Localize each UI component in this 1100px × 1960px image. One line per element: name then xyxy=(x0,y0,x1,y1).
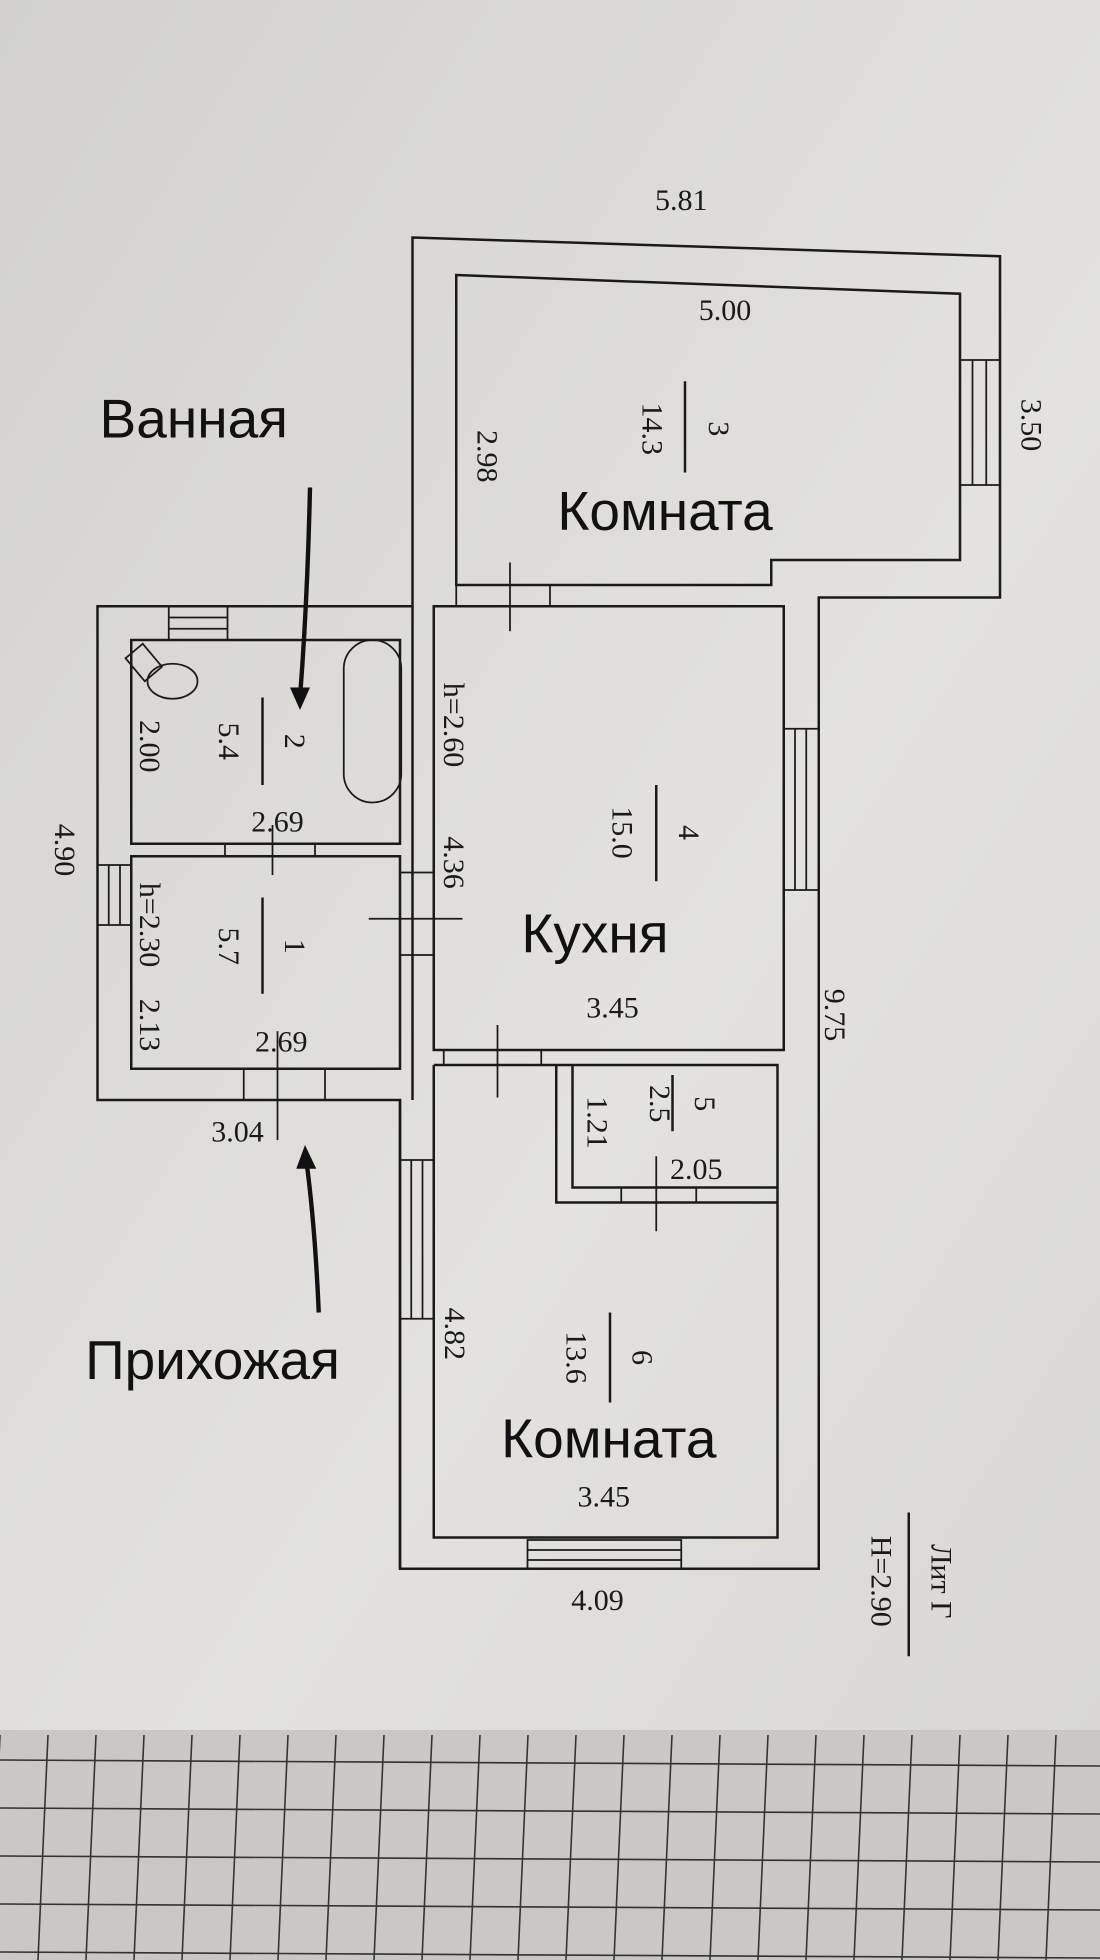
doors xyxy=(224,562,698,1232)
grid-line xyxy=(997,1734,1009,1960)
grid-line xyxy=(901,1734,913,1960)
room1-number: 1 xyxy=(278,939,311,954)
dim-overall-right: 3.50 xyxy=(1014,399,1047,452)
grid-line xyxy=(85,1734,97,1960)
grid-line xyxy=(229,1734,241,1960)
kitchen-label: Кухня xyxy=(521,903,668,965)
grid-line xyxy=(517,1734,529,1960)
grid-line xyxy=(757,1734,769,1960)
room5-area: 2.5 xyxy=(643,1085,676,1123)
dim-room5-depth: 1.21 xyxy=(581,1096,614,1149)
hall-label: Прихожая xyxy=(85,1329,340,1391)
hall-height: h=2.30 xyxy=(133,883,166,967)
grid-line xyxy=(709,1734,721,1960)
dim-hall-bottom: 3.04 xyxy=(211,1115,264,1148)
room-5-outer-wall xyxy=(555,1065,778,1204)
grid-line xyxy=(0,1903,1100,1911)
toilet-icon xyxy=(124,642,199,700)
room3-area: 14.3 xyxy=(636,403,669,456)
grid-line xyxy=(661,1734,673,1960)
room3-label: Комната xyxy=(557,480,773,542)
dim-overall-top: 5.81 xyxy=(655,184,708,217)
room4-area: 15.0 xyxy=(606,806,639,859)
room2-number: 2 xyxy=(278,734,311,749)
dim-kitchen-width: 3.45 xyxy=(586,992,639,1025)
bathtub-icon xyxy=(342,639,403,804)
grid-line xyxy=(0,1951,1100,1959)
dim-room3-width: 5.00 xyxy=(699,294,752,327)
grid-line xyxy=(0,1807,1100,1815)
hall-arrow xyxy=(296,1145,321,1313)
dim-room2-depth: 2.00 xyxy=(133,720,166,773)
room6-number: 6 xyxy=(626,1350,659,1365)
dim-overall-left: 4.90 xyxy=(48,824,81,877)
paper-sheet xyxy=(0,0,1100,1735)
grid-line xyxy=(805,1734,817,1960)
grid-line xyxy=(37,1734,49,1960)
room5-number: 5 xyxy=(688,1096,721,1111)
grid-line xyxy=(469,1734,481,1960)
grid-line xyxy=(613,1734,625,1960)
grid-line xyxy=(0,1759,1100,1767)
dim-kitchen-depth: 4.36 xyxy=(437,836,470,889)
room1-area: 5.7 xyxy=(212,928,245,966)
dim-room1-depth: 2.13 xyxy=(133,999,166,1052)
dim-room2-width: 2.69 xyxy=(251,805,304,838)
room6-label: Комната xyxy=(501,1408,717,1470)
grid-line xyxy=(853,1734,865,1960)
dim-room1-width: 2.69 xyxy=(255,1025,308,1058)
grid-line xyxy=(181,1734,193,1960)
dim-bottom-width: 4.09 xyxy=(571,1584,624,1617)
dim-room6-depth: 4.82 xyxy=(438,1308,471,1361)
dim-room5-width: 2.05 xyxy=(670,1153,723,1186)
room6-area: 13.6 xyxy=(559,1331,592,1384)
grid-line xyxy=(0,1855,1100,1863)
bathroom-label: Ванная xyxy=(100,388,288,450)
grid-line xyxy=(373,1734,385,1960)
room3-number: 3 xyxy=(702,421,735,436)
dim-overall-east: 9.75 xyxy=(818,989,851,1042)
room-5-inner-wall xyxy=(571,1065,778,1189)
fraction-bars xyxy=(261,381,910,1657)
grid-line xyxy=(949,1734,961,1960)
dim-room3-depth: 2.98 xyxy=(471,430,504,483)
grid-paper xyxy=(0,1730,1100,1960)
grid-line xyxy=(133,1734,145,1960)
room2-area: 5.4 xyxy=(212,723,245,761)
kitchen-height: h=2.60 xyxy=(437,683,470,767)
dim-room6-width: 3.45 xyxy=(578,1480,631,1513)
grid-line xyxy=(325,1734,337,1960)
grid-line xyxy=(421,1734,433,1960)
grid-line xyxy=(565,1734,577,1960)
room-6-outline xyxy=(432,1063,779,1539)
windows xyxy=(96,359,1001,1570)
bathroom-arrow xyxy=(290,487,313,710)
grid-line xyxy=(1045,1734,1057,1960)
total-height: H=2.90 xyxy=(864,1536,897,1627)
grid-line xyxy=(277,1734,289,1960)
lit-label: Лит Г xyxy=(924,1544,957,1618)
room4-number: 4 xyxy=(672,825,705,840)
